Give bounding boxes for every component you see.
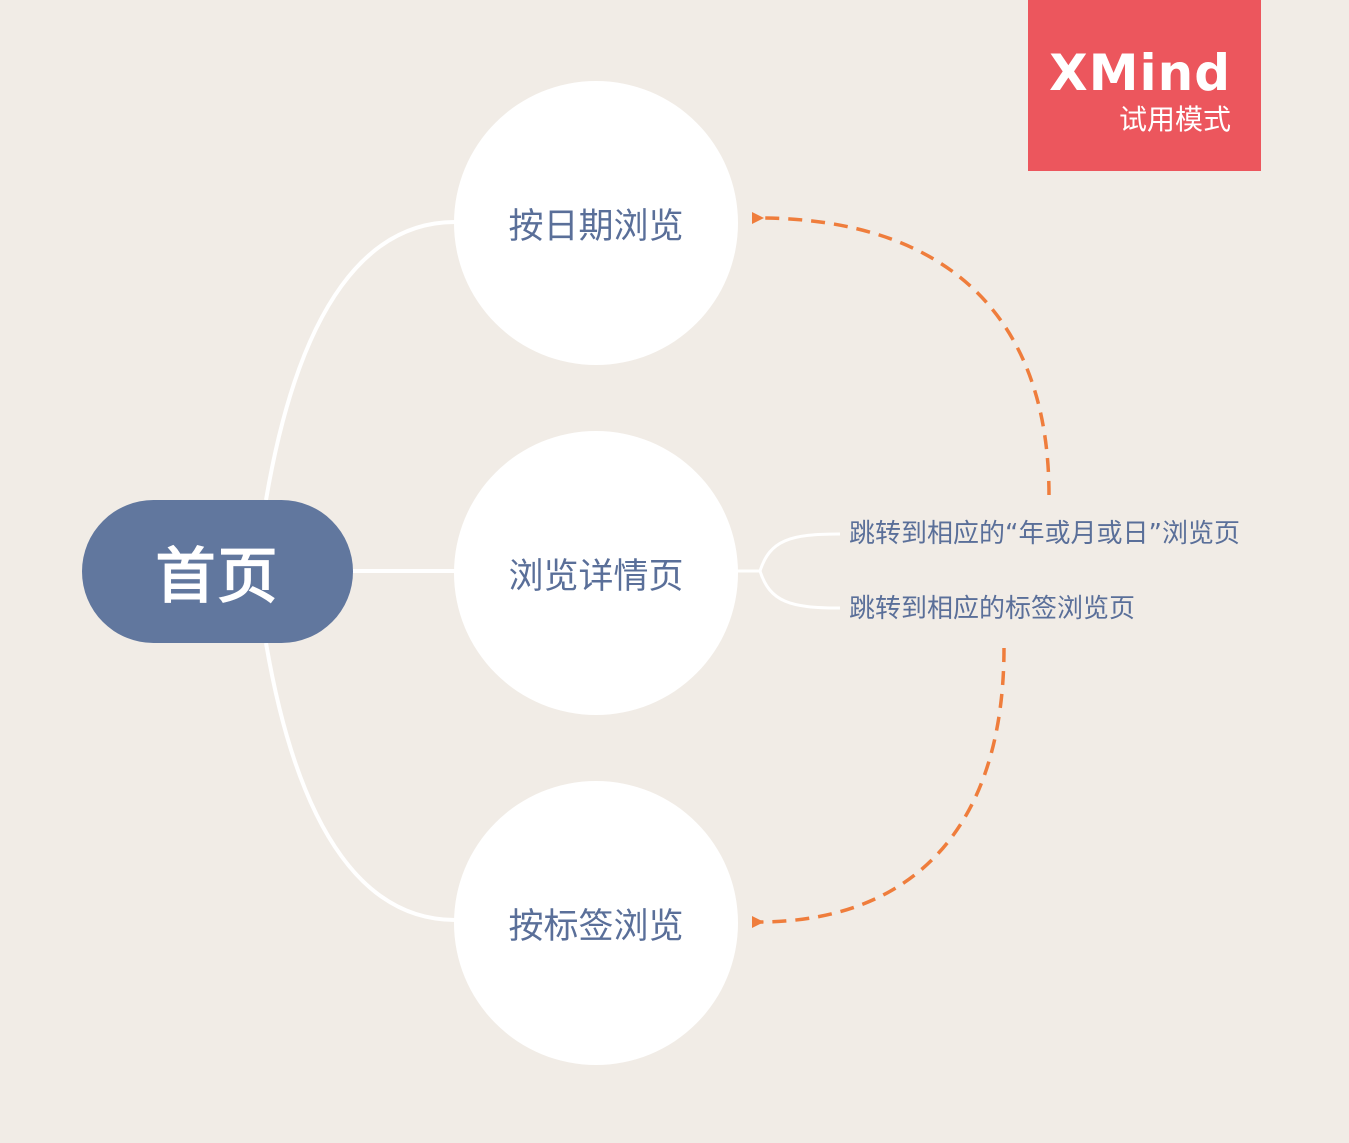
watermark-mode: 试用模式: [1118, 103, 1231, 136]
branch-topic-tag[interactable]: 按标签浏览: [454, 781, 738, 1065]
connector-root-to-tag: [264, 642, 456, 922]
leaf-topic-date-jump[interactable]: 跳转到相应的“年或月或日”浏览页: [849, 519, 1240, 549]
branch-topic-detail[interactable]: 浏览详情页: [454, 431, 738, 715]
branch-topic-date[interactable]: 按日期浏览: [454, 81, 738, 365]
connector-detail-to-leaf-tag: [758, 570, 841, 610]
relationship-arrow-to-tag: [751, 647, 1006, 929]
xmind-trial-watermark: XMind 试用模式: [1028, 0, 1261, 171]
leaf-topic-tag-jump[interactable]: 跳转到相应的标签浏览页: [849, 594, 1136, 624]
relationship-arrow-to-date: [751, 211, 1051, 496]
root-topic[interactable]: 首页: [82, 500, 353, 643]
watermark-brand: XMind: [1049, 44, 1231, 102]
connector-detail-to-leaf-date: [758, 532, 841, 572]
connector-root-to-date: [264, 220, 456, 501]
